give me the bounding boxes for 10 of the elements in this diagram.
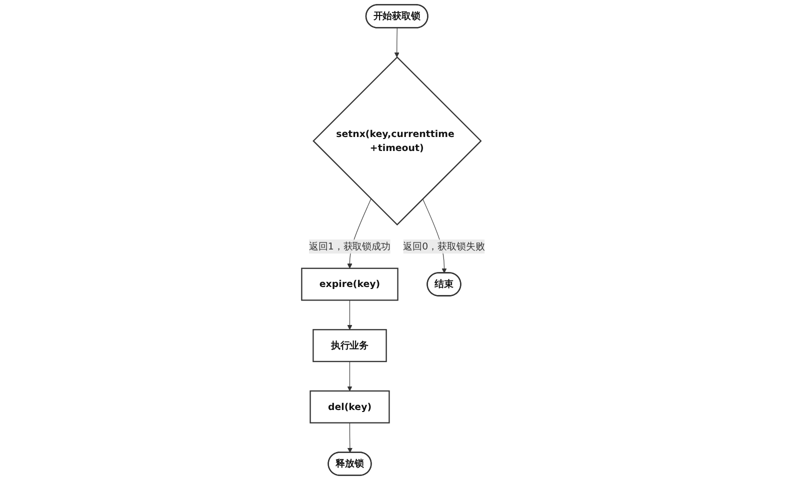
edge-label: 返回1，获取锁成功: [308, 240, 390, 252]
node-box: expire(key): [300, 268, 398, 301]
arrow: [347, 422, 352, 453]
node-diamond: setnx(key,currenttime +timeout): [312, 56, 482, 226]
arrow: [394, 28, 400, 58]
node-box: 执行业务: [312, 329, 387, 362]
arrow: [346, 300, 352, 330]
edge-label: 返回0，获取锁失败: [403, 240, 484, 252]
arrow: [346, 361, 352, 392]
node-box: del(key): [309, 390, 390, 424]
